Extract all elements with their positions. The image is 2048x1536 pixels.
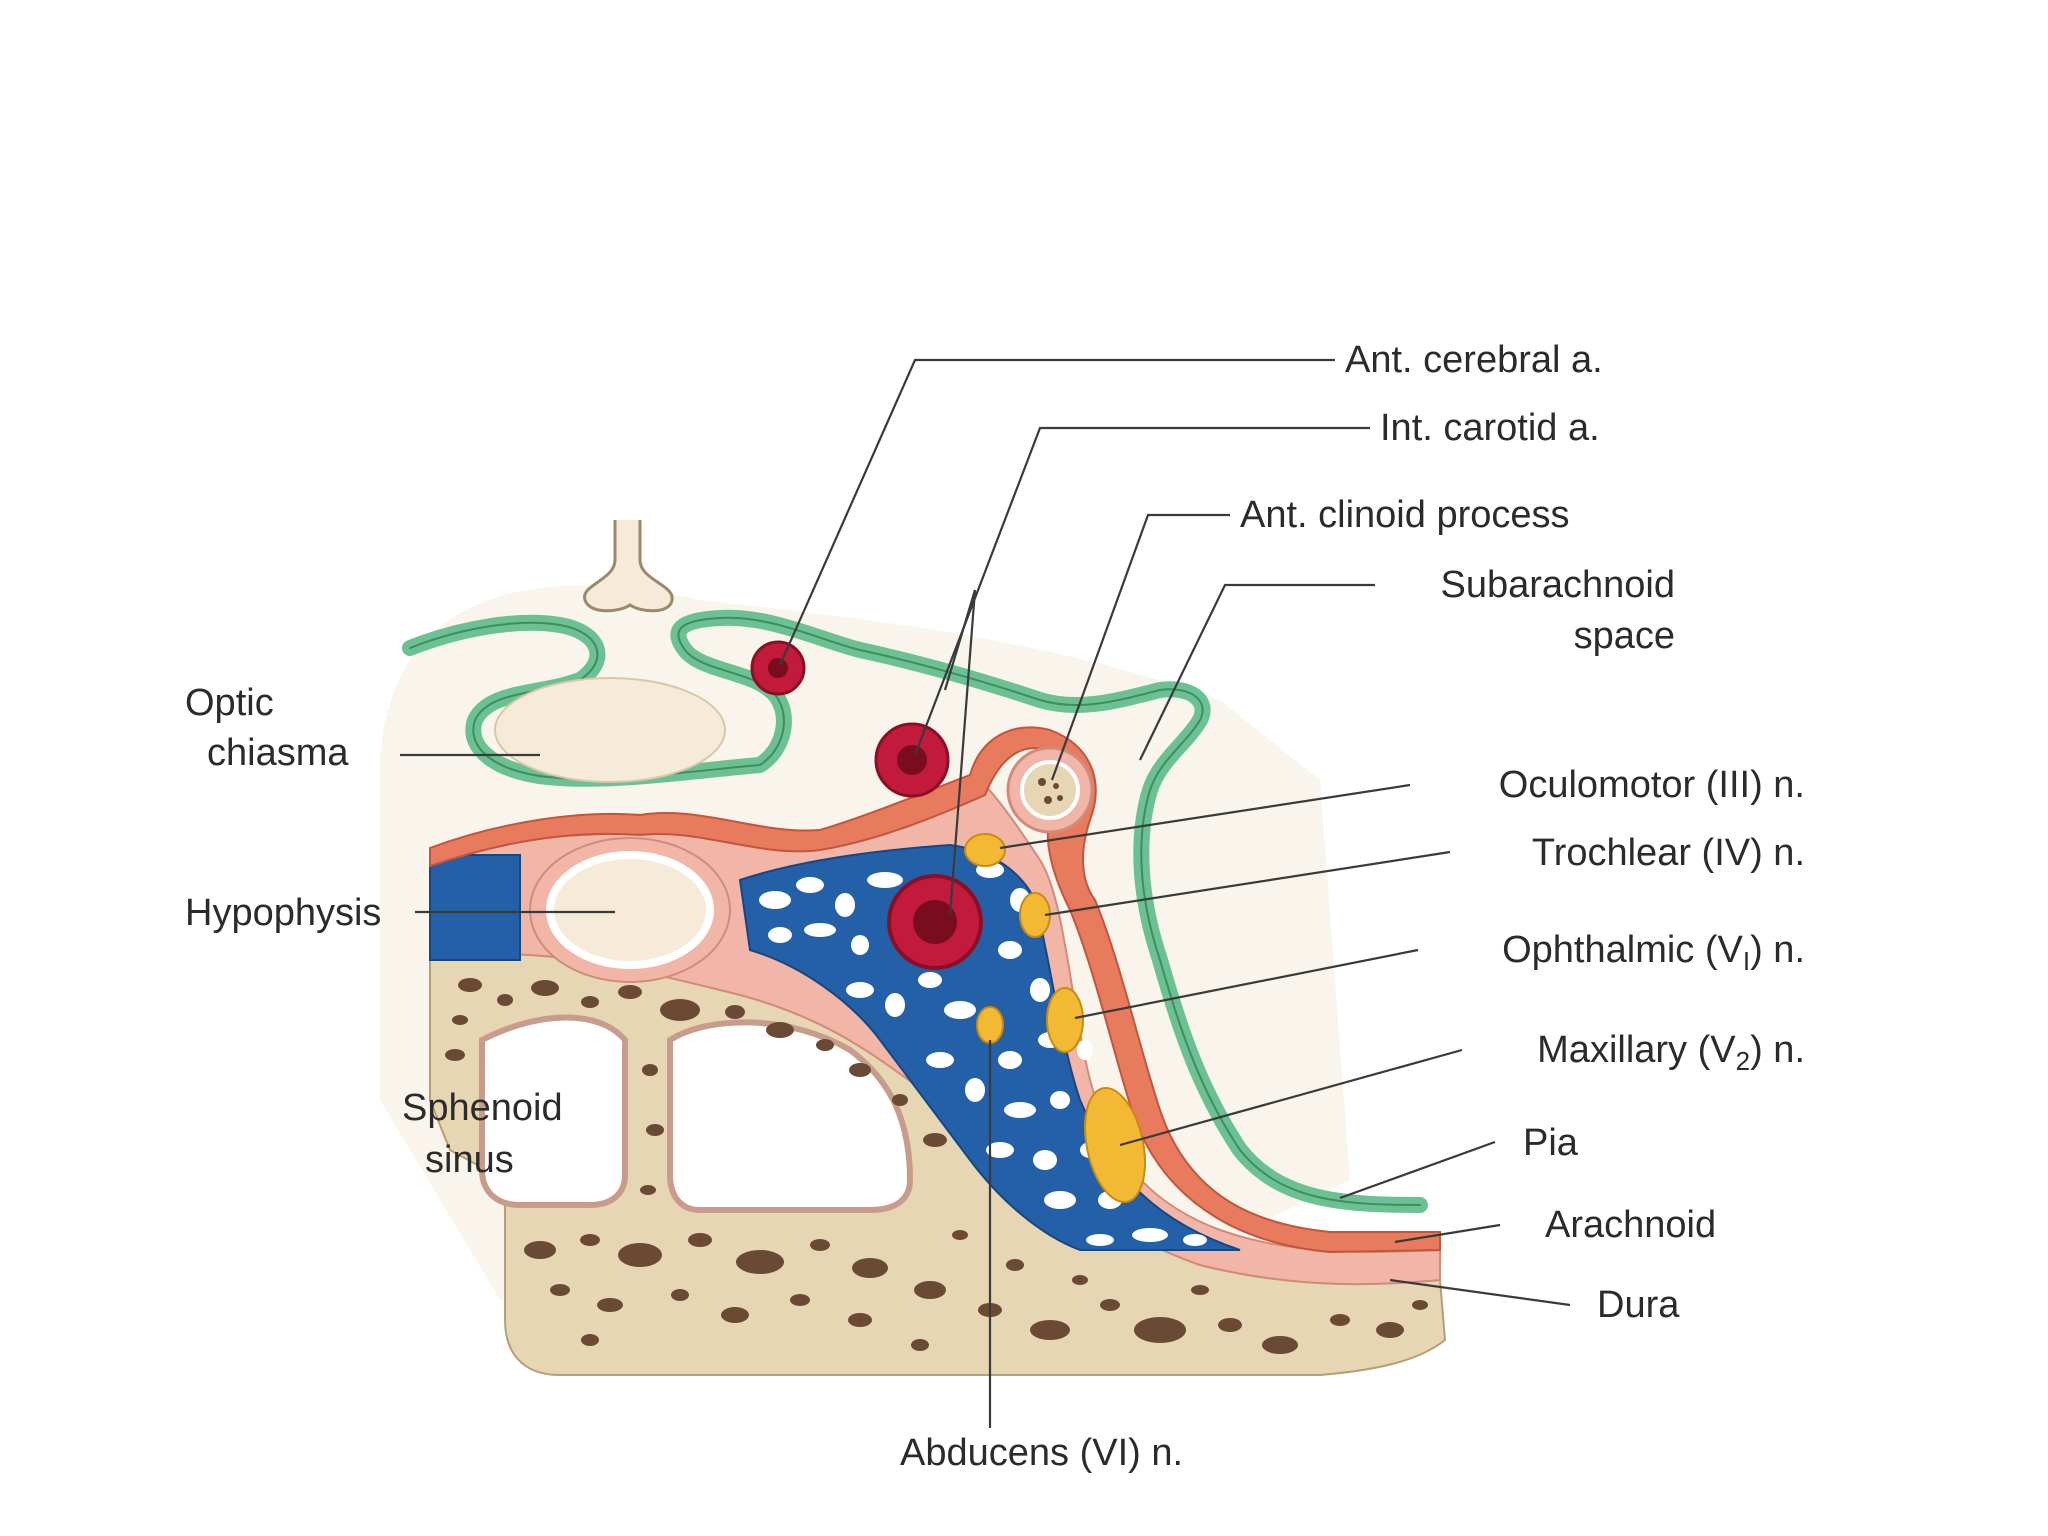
leader-pia: [1339, 1140, 1496, 1200]
label-maxillary: Maxillary (V2) n.: [1537, 1029, 1805, 1076]
pia-mater: [402, 609, 1428, 1213]
label-int-carotid: Int. carotid a.: [1380, 407, 1600, 449]
hypophysis-structure: [429, 837, 731, 983]
label-ophthalmic: Ophthalmic (VI) n.: [1502, 929, 1805, 976]
leader-int-carotid-branch: [948, 589, 977, 916]
maxillary-text: Maxillary (V: [1537, 1029, 1736, 1071]
leader-dura: [1389, 1278, 1571, 1307]
label-subarachnoid-1: Subarachnoid: [1440, 564, 1675, 606]
label-sphenoid-2: sinus: [425, 1139, 514, 1181]
leader-ophthalmic: [1074, 948, 1419, 1020]
ant-clinoid-process: [1006, 746, 1094, 834]
cranial-nerves: [964, 833, 1146, 1204]
leader-arachnoid: [1394, 1223, 1501, 1244]
oculomotor-nerve: [964, 833, 1006, 867]
int-carotid-artery-upper: [874, 722, 950, 798]
label-ant-cerebral: Ant. cerebral a.: [1345, 339, 1603, 381]
ophthalmic-subscript: I: [1743, 946, 1750, 976]
label-pia: Pia: [1523, 1122, 1579, 1164]
pituitary-stalk: [583, 520, 674, 613]
arachnoid-mater: [429, 726, 1441, 1254]
label-sphenoid-1: Sphenoid: [402, 1087, 563, 1129]
label-optic-1: Optic: [185, 682, 274, 724]
sinus-trabeculae: [759, 862, 1207, 1246]
ophthalmic-suffix: ) n.: [1750, 929, 1805, 971]
label-dura: Dura: [1597, 1284, 1680, 1326]
leader-oculomotor: [999, 783, 1411, 850]
leader-int-carotid-branch2: [943, 589, 977, 691]
maxillary-subscript: 2: [1736, 1046, 1750, 1076]
ant-cerebral-artery: [750, 640, 806, 696]
leader-ant-clinoid: [1050, 513, 1230, 781]
label-subarachnoid-2: space: [1574, 615, 1675, 657]
int-carotid-artery-cavernous: [887, 874, 983, 970]
hypophysis-blue-band: [429, 854, 521, 961]
leader-trochlear: [1044, 850, 1451, 917]
pia-line-edge: [409, 616, 1421, 1206]
label-hypophysis: Hypophysis: [185, 892, 381, 934]
label-arachnoid: Arachnoid: [1545, 1204, 1716, 1246]
maxillary-suffix: ) n.: [1750, 1029, 1805, 1071]
sphenoid-sinus-cavity-left: [479, 1014, 628, 1208]
arachnoid-band: [429, 726, 1441, 1254]
leader-ant-cerebral: [778, 358, 1335, 666]
leader-maxillary: [1119, 1048, 1463, 1147]
labels: Ant. cerebral a. Int. carotid a. Ant. cl…: [185, 339, 1805, 1474]
hypophysis-gland: [546, 851, 714, 969]
label-trochlear: Trochlear (IV) n.: [1532, 832, 1805, 874]
label-ant-clinoid: Ant. clinoid process: [1240, 494, 1570, 536]
arteries: [750, 640, 983, 970]
label-optic-2: chiasma: [207, 732, 349, 774]
leader-int-carotid: [913, 426, 1370, 756]
label-oculomotor: Oculomotor (III) n.: [1499, 764, 1805, 806]
leader-lines: [400, 358, 1571, 1428]
sphenoid-bone: [429, 953, 1447, 1376]
bone-pores: [445, 978, 1428, 1354]
leader-subarachnoid: [1139, 583, 1375, 761]
label-abducens: Abducens (VI) n.: [900, 1432, 1183, 1474]
ophthalmic-text: Ophthalmic (V: [1502, 929, 1743, 971]
optic-chiasma-structure: [494, 677, 726, 783]
ophthalmic-nerve: [1046, 987, 1084, 1053]
abducens-nerve: [976, 1006, 1004, 1044]
optic-chiasma-body: [494, 677, 726, 783]
